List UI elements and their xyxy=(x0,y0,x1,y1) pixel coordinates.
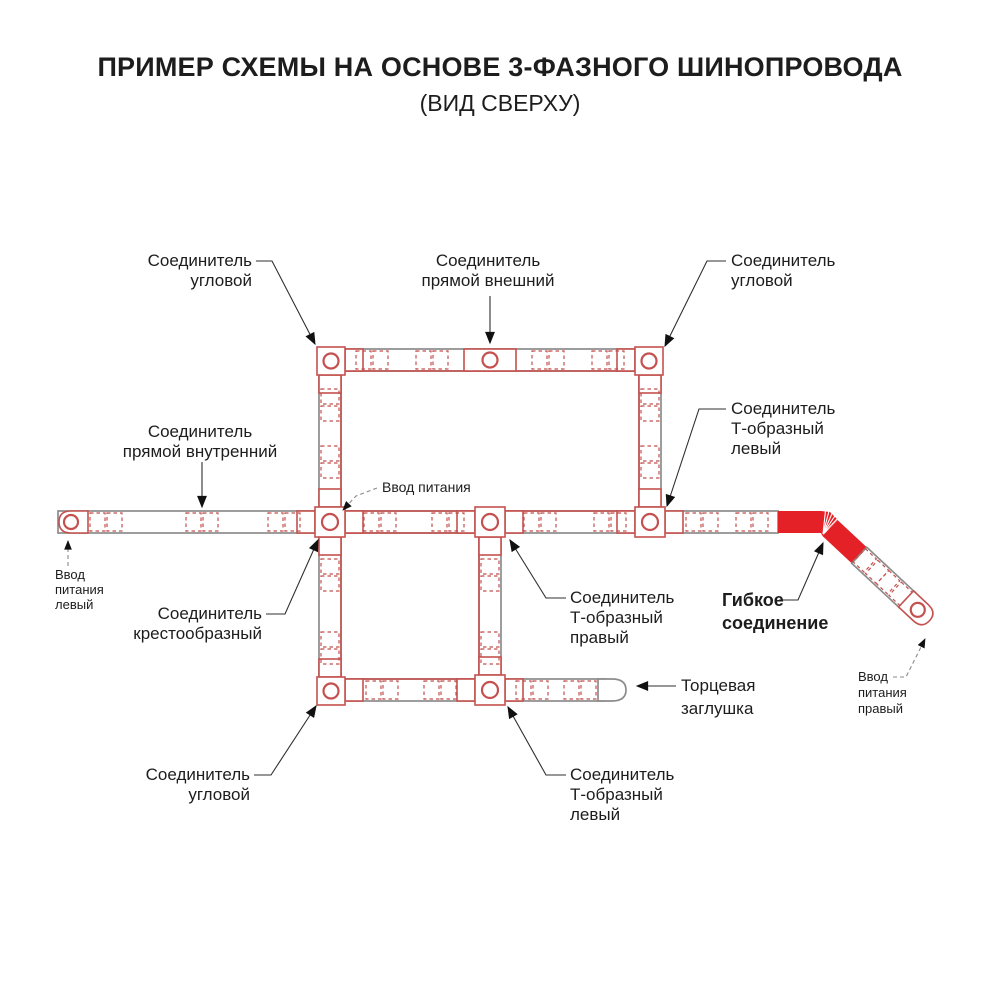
label-line: Соединитель xyxy=(148,422,253,441)
label-line: правый xyxy=(858,701,903,716)
flexible-connection xyxy=(778,510,934,626)
label-line: левый xyxy=(570,805,620,824)
label-line: Т-образный xyxy=(570,785,663,804)
leader-corner-top-left xyxy=(256,260,316,346)
label-corner-bottom-left: Соединитель угловой xyxy=(146,765,251,804)
label-t-right: Соединитель Т-образный правый xyxy=(570,588,675,647)
cross-connector xyxy=(296,488,364,556)
leader-lines xyxy=(64,260,926,776)
leader-power-input-center xyxy=(342,487,378,511)
label-line: крестообразный xyxy=(133,624,262,643)
straight-external-connector xyxy=(463,348,517,372)
label-line: Соединитель xyxy=(731,251,836,270)
label-line: Соединитель xyxy=(570,765,675,784)
label-line: Соединитель xyxy=(436,251,541,270)
label-corner-top-right: Соединитель угловой xyxy=(731,251,836,290)
leader-t-left-upper xyxy=(665,408,726,508)
label-t-left-lower: Соединитель Т-образный левый xyxy=(570,765,675,824)
leader-power-input-right xyxy=(893,638,926,678)
leader-corner-bottom-left xyxy=(254,704,317,776)
leader-t-right xyxy=(509,538,566,599)
t-connector-lower xyxy=(456,656,524,706)
label-line: заглушка xyxy=(681,699,754,718)
leader-cross xyxy=(266,538,319,615)
label-line: угловой xyxy=(731,271,793,290)
label-line: Соединитель xyxy=(731,399,836,418)
label-line: соединение xyxy=(722,613,828,633)
label-line: угловой xyxy=(188,785,250,804)
label-line: Ввод xyxy=(858,669,888,684)
label-line: прямой внутренний xyxy=(123,442,277,461)
label-line: Т-образный xyxy=(731,419,824,438)
label-line: Соединитель xyxy=(146,765,251,784)
label-power-input-left: Ввод питания левый xyxy=(55,567,104,612)
label-line: Гибкое xyxy=(722,590,784,610)
label-line: питания xyxy=(858,685,907,700)
label-line: Т-образный xyxy=(570,608,663,627)
power-input-left-cap xyxy=(58,510,89,534)
label-line: Соединитель xyxy=(158,604,263,623)
leader-corner-top-right xyxy=(664,260,726,348)
page-subtitle: (ВИД СВЕРХУ) xyxy=(419,90,581,116)
label-line: угловой xyxy=(190,271,252,290)
label-t-left-upper: Соединитель Т-образный левый xyxy=(731,399,836,458)
flexible-straight-part xyxy=(778,511,822,533)
corner-connector-bottom-left xyxy=(316,658,364,706)
page-title: ПРИМЕР СХЕМЫ НА ОСНОВЕ 3-ФАЗНОГО ШИНОПРО… xyxy=(97,52,903,82)
label-line: Ввод xyxy=(55,567,85,582)
label-straight-external: Соединитель прямой внешний xyxy=(422,251,555,290)
corner-connector-top-left xyxy=(316,346,364,394)
label-straight-internal: Соединитель прямой внутренний xyxy=(123,422,277,461)
label-cross: Соединитель крестообразный xyxy=(133,604,262,643)
t-connector-right-down xyxy=(456,506,524,556)
label-power-input-center: Ввод питания xyxy=(382,479,471,495)
label-end-cap: Торцевая заглушка xyxy=(681,676,755,718)
flexible-diagonal-part xyxy=(822,519,867,564)
label-line: Ввод питания xyxy=(382,479,471,495)
label-line: Торцевая xyxy=(681,676,755,695)
label-line: питания xyxy=(55,582,104,597)
leader-t-left-lower xyxy=(507,705,566,776)
t-connector-left-up xyxy=(616,488,684,538)
label-corner-top-left: Соединитель угловой xyxy=(148,251,253,290)
label-line: правый xyxy=(570,628,629,647)
diagonal-track-arm xyxy=(822,519,934,626)
corner-connector-top-right xyxy=(616,346,664,394)
label-line: левый xyxy=(55,597,93,612)
label-line: Соединитель xyxy=(570,588,675,607)
label-power-input-right: Ввод питания правый xyxy=(858,669,907,716)
end-cap xyxy=(597,678,627,702)
lower-loop-inner-edge xyxy=(340,532,480,680)
label-line: левый xyxy=(731,439,781,458)
label-flexible: Гибкое соединение xyxy=(722,590,828,633)
label-line: Соединитель xyxy=(148,251,253,270)
label-line: прямой внешний xyxy=(422,271,555,290)
leader-flexible xyxy=(779,541,824,601)
